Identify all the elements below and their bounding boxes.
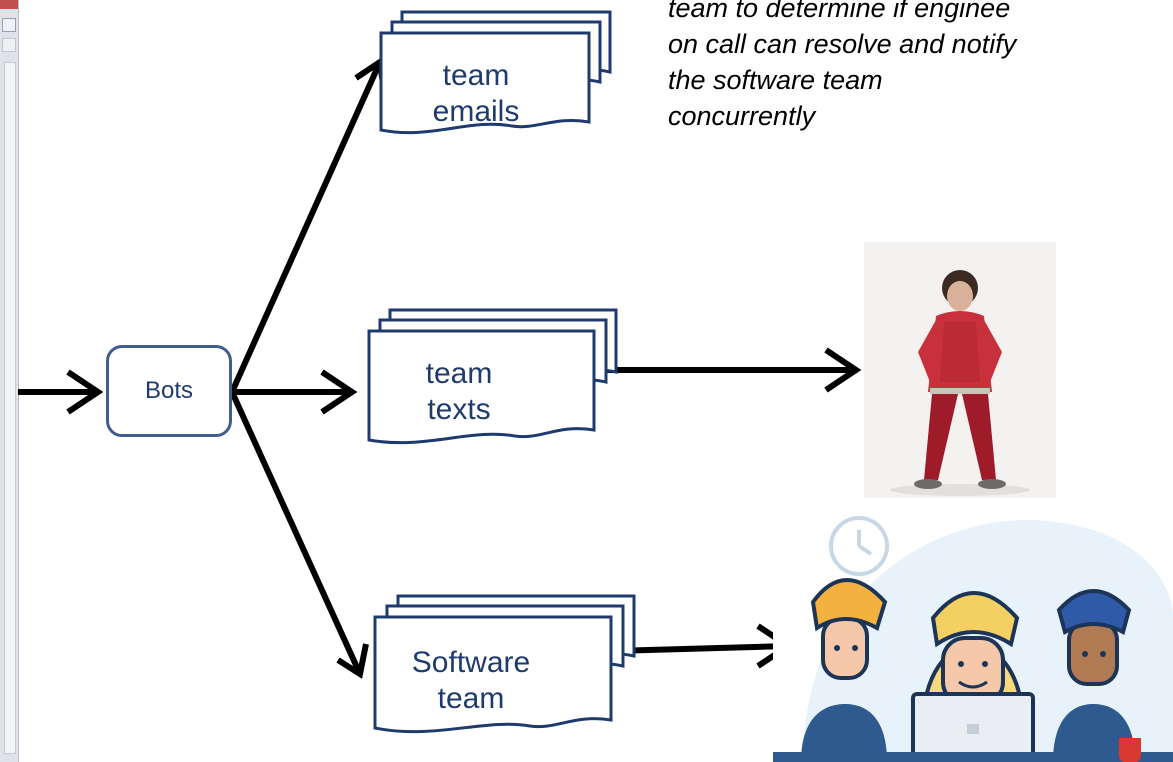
software-label: Software team [382,645,560,717]
emails-label-line2: emails [432,95,520,128]
bots-label: Bots [144,377,194,404]
arrow-bots-to-emails [229,56,387,394]
arrow-bots-to-software [229,390,369,679]
software-team-illustration-icon [773,498,1173,762]
arrow-texts-to-person [594,347,862,393]
input-arrow [18,369,104,415]
app-tab[interactable] [0,0,18,9]
software-label-line1: Software [411,646,531,679]
texts-label-line1: team [425,357,493,390]
emails-label-line1: team [442,59,510,92]
software-label-line2: team [437,682,505,715]
toolbar-button[interactable] [2,38,16,52]
bots-node: Bots [106,345,232,437]
arrow-bots-to-texts [232,369,358,415]
doc-stack-emails [379,10,612,135]
texts-label: team texts [384,356,534,428]
process-note: team to determine if enginee on call can… [668,0,1017,131]
left-app-sidebar [0,0,19,762]
texts-label-line2: texts [427,393,491,426]
person-standing-icon [864,242,1056,500]
arrow-software-to-team [611,623,794,669]
emails-label: team emails [400,58,552,130]
doc-stack-texts [367,308,618,445]
scrollbar[interactable] [4,62,16,754]
toolbar-button[interactable] [2,18,16,32]
doc-stack-software [373,594,636,734]
